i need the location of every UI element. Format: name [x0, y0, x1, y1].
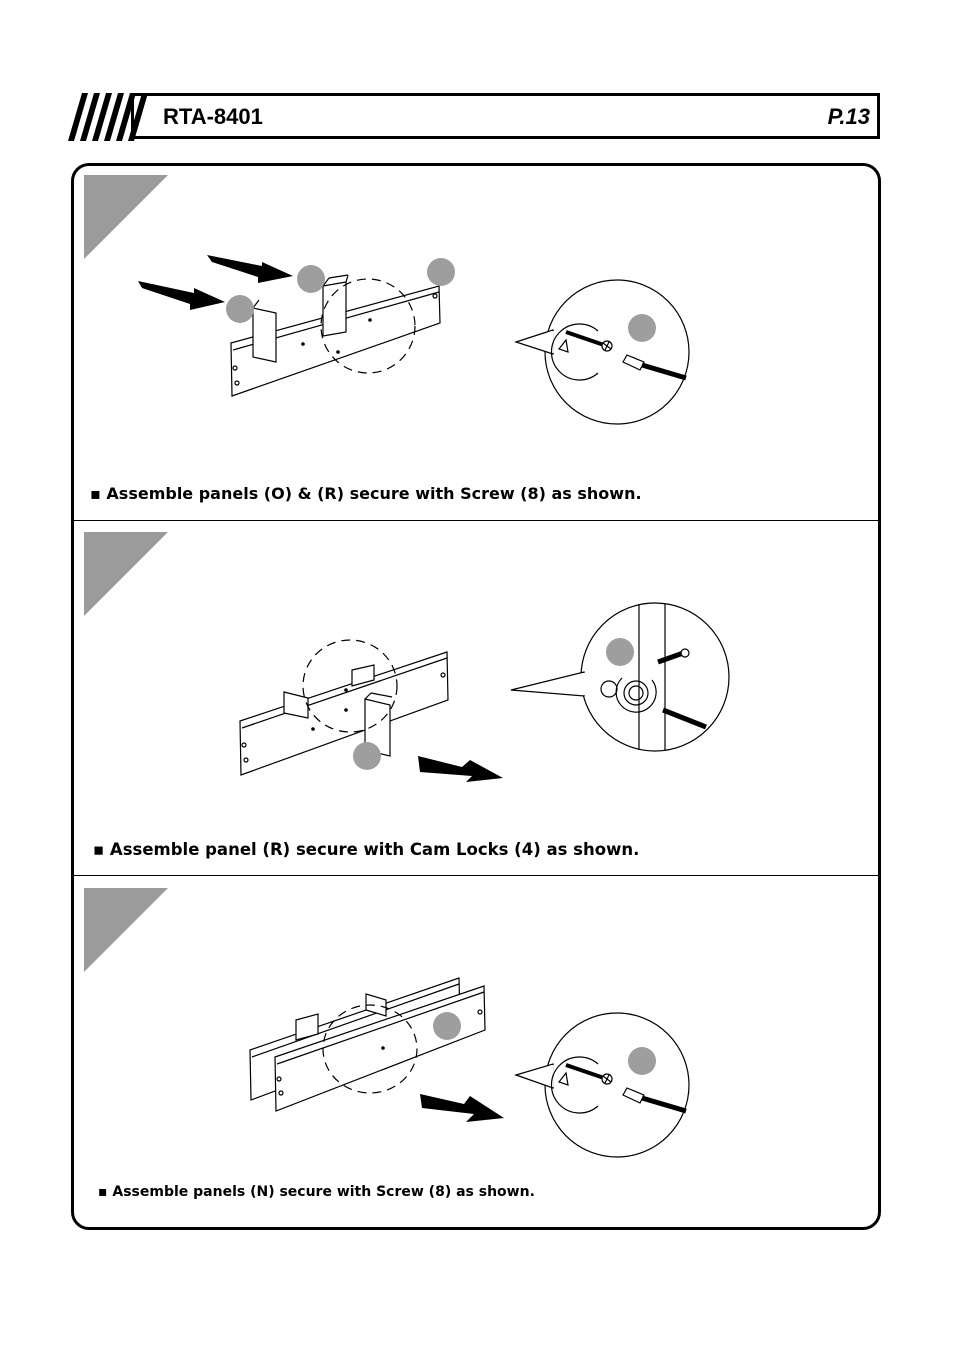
step-3-panel-diagram [249, 977, 486, 1112]
callout-dot [297, 265, 325, 293]
page-number: P.13 [827, 104, 870, 129]
step-3-marker [84, 888, 168, 972]
callout-dot [353, 742, 381, 770]
step-divider [73, 520, 879, 521]
step-2-marker [84, 532, 168, 616]
callout-dot [606, 638, 634, 666]
step-divider [73, 875, 879, 876]
header-bar [131, 93, 880, 139]
callout-dot [628, 1047, 656, 1075]
arrow [138, 281, 225, 310]
step-1-marker [84, 175, 168, 259]
step-2-panel-diagram [239, 639, 449, 776]
arrow [420, 1094, 504, 1122]
step-1-instruction: ▪ Assemble panels (O) & (R) secure with … [90, 484, 642, 503]
callout-dot [433, 1012, 461, 1040]
callout-dot [427, 258, 455, 286]
step-3-instruction: ▪ Assemble panels (N) secure with Screw … [98, 1184, 535, 1200]
step-3-screw-detail [514, 1012, 690, 1158]
callout-dot [628, 314, 656, 342]
step-2-cam-lock-detail [510, 602, 730, 752]
callout-dot [226, 295, 254, 323]
step-2-instruction: ▪ Assemble panel (R) secure with Cam Loc… [93, 840, 640, 859]
instruction-frame [71, 163, 881, 1230]
model-number: RTA-8401 [163, 104, 263, 129]
arrow [418, 756, 503, 782]
arrow [207, 255, 293, 283]
step-1-panel-diagram [230, 274, 441, 397]
step-1-screw-detail [514, 279, 690, 425]
